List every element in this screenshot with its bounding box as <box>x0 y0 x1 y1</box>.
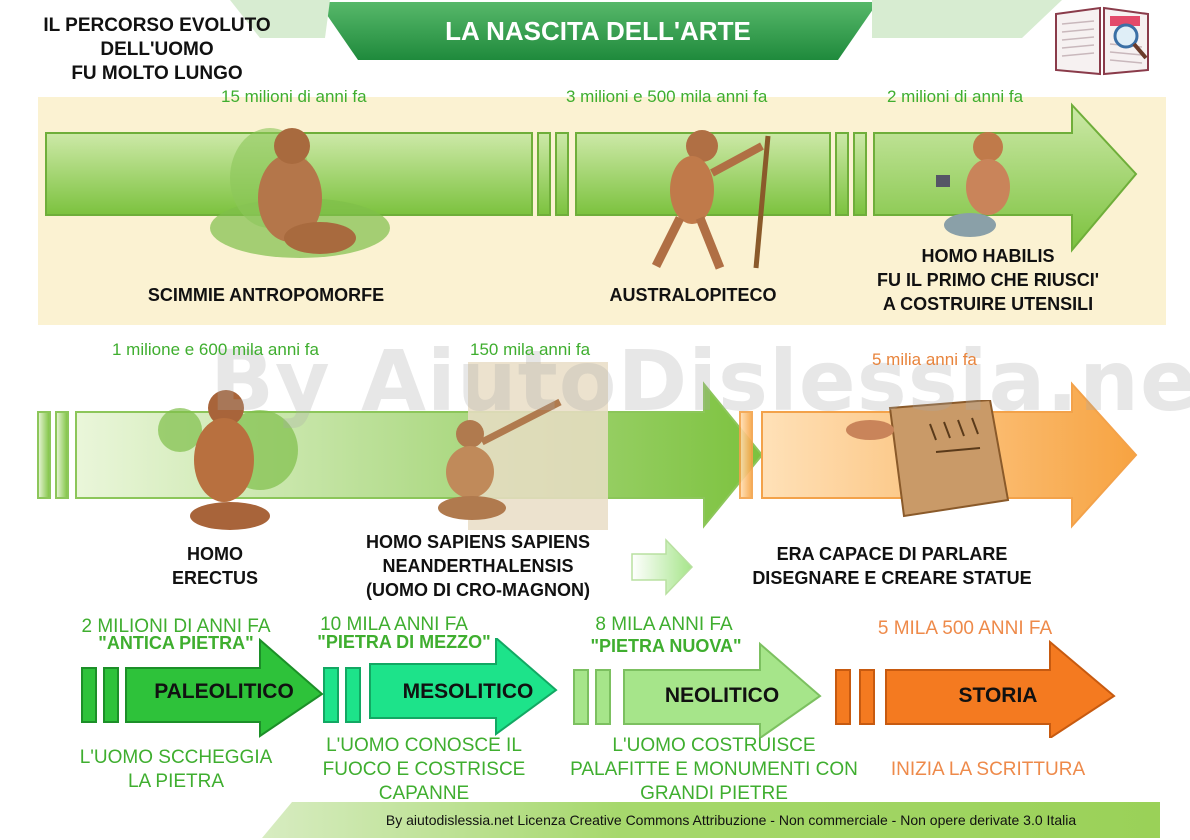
footer-license: By aiutodislessia.net Licenza Creative C… <box>262 802 1160 838</box>
stage-date: 3 milioni e 500 mila anni fa <box>566 87 768 106</box>
homo-erectus-figure <box>158 390 298 530</box>
title-banner: LA NASCITA DELL'ARTE <box>318 2 878 60</box>
banner-ribbon-right <box>872 0 1062 38</box>
banner-ribbon-left <box>230 0 330 38</box>
era-name-storia: STORIA <box>958 684 1038 707</box>
era-date: 2 MILIONI DI ANNI FA <box>81 616 271 637</box>
writing-tablet-figure <box>846 400 1010 518</box>
era-description: INIZIA LA SCRITTURA <box>890 759 1086 780</box>
era-name-mesolitico: MESOLITICO <box>402 680 534 703</box>
stage-label: ERA CAPACE DI PARLARE DISEGNARE E CREARE… <box>752 544 1032 588</box>
era-description: L'UOMO CONOSCE IL FUOCO E COSTRISCE CAPA… <box>322 735 526 804</box>
stage-date: 5 milia anni fa <box>872 350 977 369</box>
stage-date: 1 milione e 600 mila anni fa <box>112 340 319 359</box>
stage-label: SCIMMIE ANTROPOMORFE <box>147 285 385 305</box>
stage-date: 15 milioni di anni fa <box>221 87 367 106</box>
era-name-neolitico: NEOLITICO <box>664 684 780 707</box>
era-date: 8 MILA ANNI FA <box>595 614 733 635</box>
stage-date: 150 mila anni fa <box>470 340 591 359</box>
era-subtitle: "ANTICA PIETRA" <box>98 633 254 653</box>
page-title: LA NASCITA DELL'ARTE <box>445 16 751 46</box>
watermark: By AiutoDislessia.net <box>210 332 1190 430</box>
era-description: L'UOMO COSTRUISCE PALAFITTE E MONUMENTI … <box>570 735 858 804</box>
era-date: 5 MILA 500 ANNI FA <box>877 618 1053 639</box>
homo-habilis-figure <box>936 132 1010 237</box>
cro-magnon-figure <box>438 362 608 530</box>
stage-label: HOMO SAPIENS SAPIENS NEANDERTHALENSIS (U… <box>365 532 591 600</box>
arrow-right-icon <box>631 538 694 596</box>
stage-label: AUSTRALOPITECO <box>609 285 777 305</box>
era-date: 10 MILA ANNI FA <box>320 614 468 635</box>
era-name-paleolitico: PALEOLITICO <box>154 680 294 703</box>
stage-date: 2 milioni di anni fa <box>887 87 1024 106</box>
australopithecus-figure <box>651 130 771 270</box>
era-subtitle: "PIETRA NUOVA" <box>590 636 742 656</box>
footer-text: By aiutodislessia.net Licenza Creative C… <box>385 812 1077 828</box>
ape-figure <box>210 128 390 258</box>
era-description: L'UOMO SCCHEGGIA LA PIETRA <box>79 747 273 792</box>
book-icon <box>1055 6 1149 76</box>
intro-text: IL PERCORSO EVOLUTO DELL'UOMO FU MOLTO L… <box>43 15 271 84</box>
stage-label: HOMO HABILIS FU IL PRIMO CHE RIUSCI' A C… <box>877 246 1099 314</box>
era-arrows <box>81 638 1116 738</box>
era-subtitle: "PIETRA DI MEZZO" <box>317 632 491 652</box>
stage-label: HOMO ERECTUS <box>171 544 258 588</box>
